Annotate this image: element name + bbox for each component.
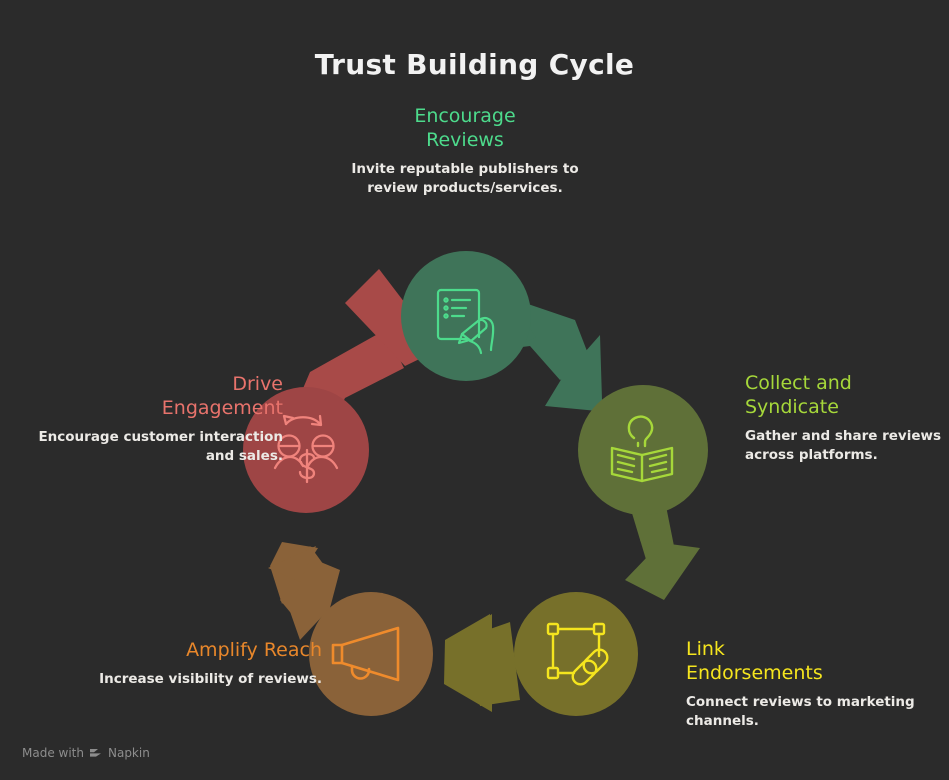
node-title-line2: Engagement — [161, 397, 283, 419]
node-title-line2: Reviews — [426, 129, 504, 151]
node-title-line1: Amplify Reach — [186, 639, 322, 661]
node-circle-link-endorsements[interactable] — [514, 592, 638, 716]
arrow-link-to-amplify — [444, 614, 520, 712]
node-title-line1: Drive — [232, 373, 283, 395]
node-label-link-endorsements: Link Endorsements Connect reviews to mar… — [686, 637, 936, 730]
node-desc-drive-engagement: Encourage customer interaction and sales… — [38, 429, 283, 464]
node-circle-encourage-reviews[interactable] — [401, 251, 531, 381]
node-title-line2: Endorsements — [686, 662, 823, 684]
node-desc-collect-and-syndicate: Gather and share reviews across platform… — [745, 428, 942, 463]
footer-watermark[interactable]: Made with Napkin — [22, 746, 150, 760]
footer-brand: Napkin — [107, 746, 150, 760]
node-label-encourage-reviews: Encourage Reviews Invite reputable publi… — [340, 104, 590, 197]
node-title-line1: Encourage — [414, 105, 516, 127]
open-book-idea-icon — [610, 415, 674, 483]
node-circle-drive-engagement[interactable] — [243, 387, 369, 513]
customer-exchange-money-icon — [273, 414, 339, 484]
napkin-chevrons-icon — [89, 747, 103, 759]
node-label-drive-engagement: Drive Engagement Encourage customer inte… — [20, 372, 283, 465]
node-label-amplify-reach: Amplify Reach Increase visibility of rev… — [60, 638, 322, 689]
node-label-collect-and-syndicate: Collect and Syndicate Gather and share r… — [745, 371, 945, 464]
page-title: Trust Building Cycle — [314, 48, 635, 81]
node-title-link-endorsements: Link Endorsements — [686, 637, 936, 685]
node-desc-link-endorsements: Connect reviews to marketing channels. — [686, 694, 915, 729]
node-title-collect-and-syndicate: Collect and Syndicate — [745, 371, 945, 419]
hand-writing-clipboard-icon — [436, 288, 495, 355]
arrow-amplify-to-drive — [268, 542, 340, 640]
node-desc-encourage-reviews: Invite reputable publishers to review pr… — [351, 161, 579, 196]
node-title-encourage-reviews: Encourage Reviews — [340, 104, 590, 152]
node-title-drive-engagement: Drive Engagement — [20, 372, 283, 420]
link-frame-chain-icon — [546, 622, 609, 686]
node-title-line1: Link — [686, 638, 725, 660]
node-circle-collect-and-syndicate[interactable] — [578, 385, 708, 515]
footer-prefix: Made with — [22, 746, 84, 760]
node-title-amplify-reach: Amplify Reach — [60, 638, 322, 662]
megaphone-icon — [331, 626, 400, 682]
node-title-line2: Syndicate — [745, 396, 839, 418]
node-title-line1: Collect and — [745, 372, 852, 394]
node-circle-amplify-reach[interactable] — [309, 592, 433, 716]
node-desc-amplify-reach: Increase visibility of reviews. — [99, 671, 322, 687]
